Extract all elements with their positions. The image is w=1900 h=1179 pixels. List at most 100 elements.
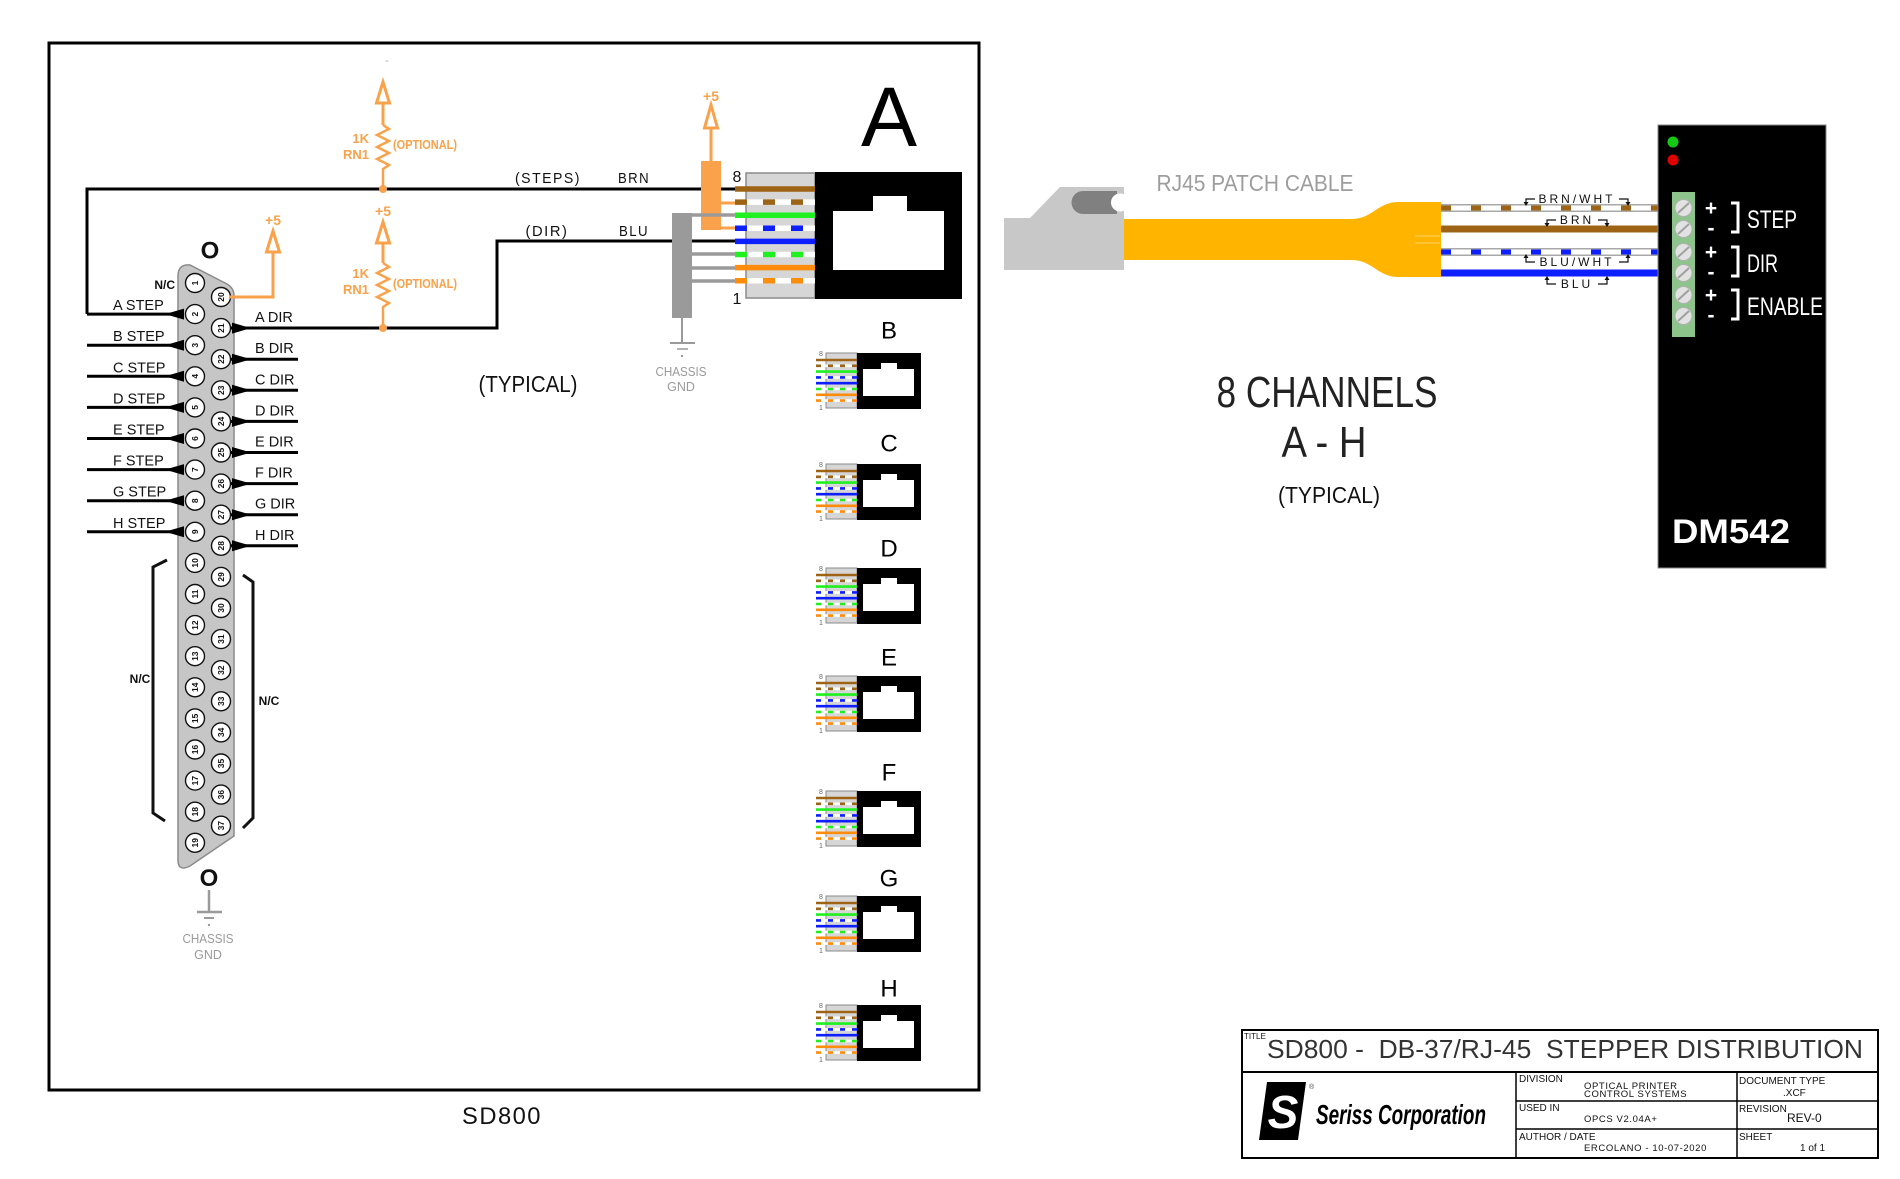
db37-connector: O 12345678910111213141516171819202122232… bbox=[87, 212, 298, 962]
leader-arrowhead-icon bbox=[1523, 202, 1529, 206]
db37-pins: 1234567891011121314151617181920212223242… bbox=[184, 272, 232, 853]
rj45-jack-g: G81 bbox=[816, 866, 921, 955]
sd800-board: SD800 (TYPICAL) O 1234567891011121314151… bbox=[47, 41, 981, 1130]
driver-model: DM542 bbox=[1672, 513, 1790, 551]
jack-a-wire-body bbox=[745, 172, 816, 299]
step-arrow-icon bbox=[165, 370, 184, 382]
jack-wire-body bbox=[825, 1004, 858, 1061]
step-arrow-icon bbox=[165, 339, 184, 351]
pin-number: 22 bbox=[216, 354, 226, 364]
db37-pin: 14 bbox=[184, 677, 206, 698]
db37-pin: 7 bbox=[184, 459, 206, 480]
pin-number: 29 bbox=[216, 572, 226, 582]
nc-pin1-label: N/C bbox=[154, 278, 175, 292]
jack-a-opening bbox=[833, 196, 944, 270]
junction-dot bbox=[379, 185, 387, 193]
pin-socket bbox=[210, 566, 232, 588]
step-label: A STEP bbox=[113, 298, 164, 314]
rj45-jack-c: C81 bbox=[816, 431, 921, 523]
logo-glyph: S bbox=[1268, 1086, 1299, 1138]
typical-note-left: (TYPICAL) bbox=[479, 371, 578, 397]
pin-socket bbox=[210, 628, 232, 650]
pin-number: 12 bbox=[190, 620, 200, 630]
company-name: Seriss Corporation bbox=[1316, 1099, 1486, 1130]
db37-pin: 20 bbox=[210, 286, 232, 308]
channel-summary: 8 CHANNELS A - H (TYPICAL) bbox=[1217, 368, 1438, 508]
step-label: C STEP bbox=[113, 360, 165, 376]
dir-output: C DIR bbox=[231, 372, 298, 396]
pin-socket bbox=[210, 815, 232, 836]
author-date: ERCOLANO - 10-07-2020 bbox=[1584, 1143, 1707, 1154]
step-output: H STEP bbox=[87, 516, 184, 538]
db37-pin: 29 bbox=[210, 566, 232, 588]
step-label: D STEP bbox=[113, 391, 165, 407]
terminal-screw-icon bbox=[1674, 307, 1693, 325]
dir-output: H DIR bbox=[231, 528, 298, 552]
document-type: .XCF bbox=[1783, 1088, 1806, 1099]
jack-wire-body bbox=[825, 675, 858, 732]
pin-number: 17 bbox=[190, 776, 200, 786]
dir-label: E DIR bbox=[255, 435, 294, 451]
supply-arrow-icon bbox=[702, 99, 720, 130]
pin-socket bbox=[184, 397, 206, 418]
division-line2: CONTROL SYSTEMS bbox=[1584, 1089, 1687, 1100]
pin-number: 13 bbox=[190, 651, 200, 661]
pin-number: 1 bbox=[190, 280, 200, 285]
dir-label: D DIR bbox=[255, 403, 294, 419]
dm542-driver: +-STEP+-DIR+-ENABLE DM542 bbox=[1657, 124, 1827, 569]
dir-arrow-icon bbox=[232, 509, 251, 521]
leader-arrowhead-icon bbox=[1544, 223, 1550, 227]
ground-bus bbox=[672, 213, 692, 318]
db37-pin: 10 bbox=[184, 552, 206, 574]
leader-arrowhead-icon bbox=[1604, 276, 1610, 280]
dir-arrow-icon bbox=[232, 447, 251, 458]
chassis-label: CHASSIS bbox=[656, 365, 707, 379]
bracket-icon bbox=[1731, 288, 1740, 321]
pin-socket bbox=[184, 677, 206, 698]
dir-output: A DIR bbox=[232, 310, 293, 334]
pin-number: 30 bbox=[216, 603, 226, 613]
jack-opening bbox=[863, 1015, 914, 1048]
driver-input-dir: +-DIR bbox=[1705, 241, 1778, 284]
minus-sign: - bbox=[1708, 304, 1715, 327]
pin-socket bbox=[210, 597, 232, 619]
jack-pin8-label: 8 bbox=[819, 566, 823, 573]
dir-arrow-icon bbox=[232, 384, 251, 396]
pin-number: 18 bbox=[190, 807, 200, 817]
pin-socket bbox=[210, 411, 232, 432]
db37-pin: 23 bbox=[210, 380, 232, 401]
company-logo: S ® Seriss Corporation bbox=[1259, 1082, 1486, 1140]
pin-socket bbox=[184, 739, 206, 760]
supply-arrow-icon bbox=[264, 225, 282, 254]
steps-signal-label: (STEPS) bbox=[515, 170, 581, 187]
power-led-icon bbox=[1667, 136, 1679, 148]
db37-pin: 5 bbox=[184, 397, 206, 418]
step-arrow-icon bbox=[165, 495, 184, 507]
jack-pin8-label: 8 bbox=[819, 894, 823, 901]
jack-pin8-label: 8 bbox=[819, 674, 823, 681]
jack-label: G bbox=[880, 866, 899, 893]
channel-count: 8 CHANNELS bbox=[1217, 368, 1438, 417]
jack-pin8-label: 8 bbox=[819, 1003, 823, 1010]
db37-pin: 33 bbox=[210, 691, 232, 712]
jack-a-wires bbox=[735, 186, 815, 284]
db37-pin: 26 bbox=[210, 473, 232, 494]
jack-wire-body bbox=[825, 895, 858, 952]
db37-pin: 16 bbox=[184, 739, 206, 760]
pin-number: 37 bbox=[216, 821, 226, 831]
db37-pin: 28 bbox=[210, 535, 232, 556]
alarm-led-icon bbox=[1667, 154, 1679, 166]
cable-jacket bbox=[1124, 202, 1441, 277]
db37-pin: 13 bbox=[184, 646, 206, 667]
gnd-label: GND bbox=[194, 948, 222, 962]
db37-mount-hole-bottom: O bbox=[200, 865, 219, 892]
pin-socket bbox=[210, 784, 232, 805]
dir-label: B DIR bbox=[255, 341, 294, 357]
revision-caption: REVISION bbox=[1739, 1104, 1787, 1115]
junction-dot bbox=[379, 324, 387, 332]
jack-pin8-label: 8 bbox=[819, 462, 823, 469]
pin-socket bbox=[184, 832, 206, 853]
step-output: B STEP bbox=[87, 329, 184, 351]
pin-socket bbox=[210, 442, 232, 463]
